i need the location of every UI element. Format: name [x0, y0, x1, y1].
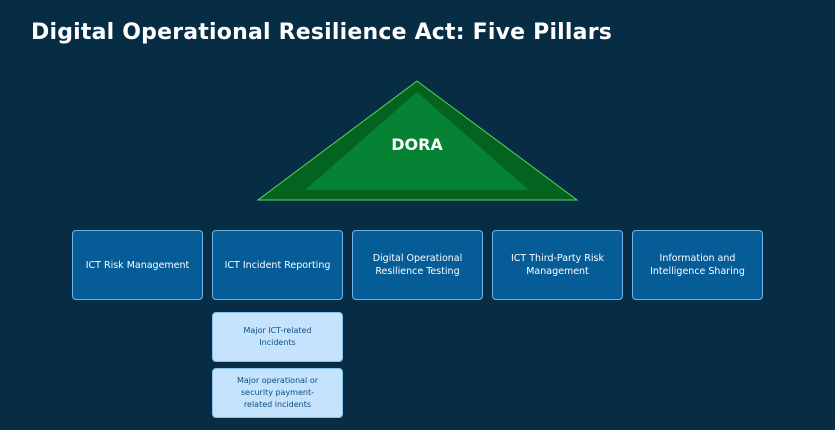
roof-inner-triangle — [305, 92, 529, 190]
pillar-information-sharing[interactable]: Information and Intelligence Sharing — [632, 230, 763, 300]
pillar-resilience-testing[interactable]: Digital Operational Resilience Testing — [352, 230, 483, 300]
diagram-title: Digital Operational Resilience Act: Five… — [31, 20, 613, 45]
detail-major-ict-incidents[interactable]: Major ICT-related Incidents — [212, 312, 343, 362]
detail-payment-incidents[interactable]: Major operational or security payment-re… — [212, 368, 343, 418]
pillar-ict-risk-management[interactable]: ICT Risk Management — [72, 230, 203, 300]
pillar-third-party-risk[interactable]: ICT Third-Party Risk Management — [492, 230, 623, 300]
roof-label: DORA — [391, 135, 443, 154]
pillar-ict-incident-reporting[interactable]: ICT Incident Reporting — [212, 230, 343, 300]
